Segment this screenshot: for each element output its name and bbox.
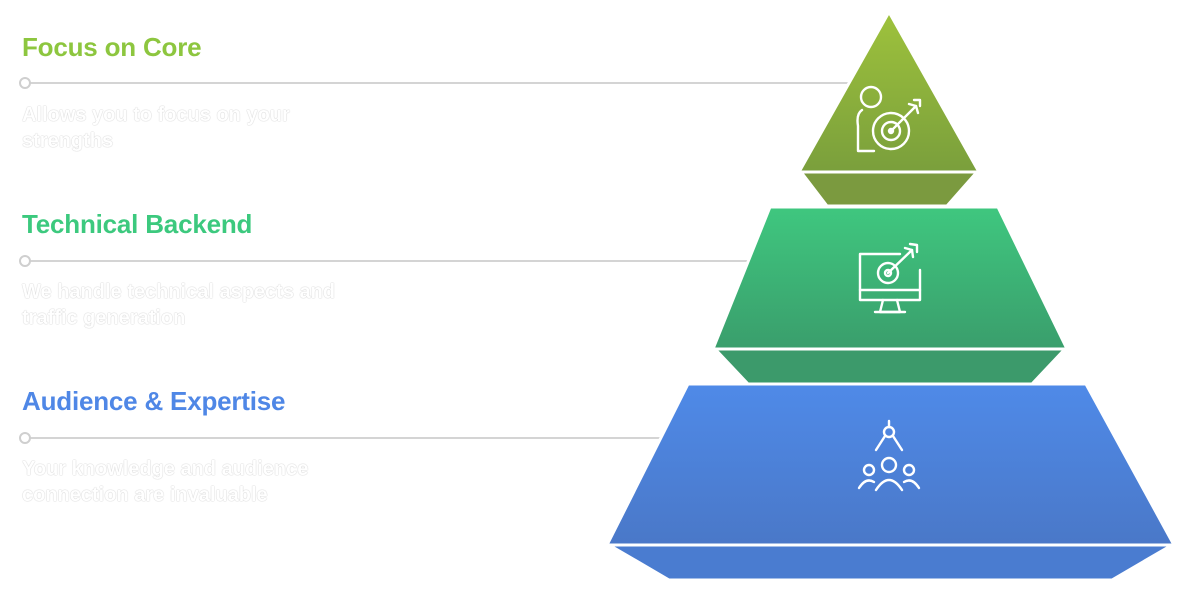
tier-2-description: We handle technical aspects and traffic … [22, 281, 336, 329]
tier-1-title: Focus on Core [22, 32, 202, 62]
monitor-target-icon [858, 242, 922, 314]
audience-network-icon [857, 419, 921, 492]
pyramid-tier-1 [797, 10, 981, 208]
tier-1-description: Allows you to focus on your strengths [22, 104, 290, 152]
person-target-icon [856, 85, 922, 153]
tier-2-title: Technical Backend [22, 209, 253, 239]
pyramid-tier-3 [603, 382, 1178, 582]
connector-line-3 [19, 432, 668, 444]
tier-1-text: Focus on Core Allows you to focus on you… [22, 32, 402, 152]
tier-3-title: Audience & Expertise [22, 386, 286, 416]
tier-2-text: Technical Backend We handle technical as… [22, 209, 402, 329]
tier-3-text: Audience & Expertise Your knowledge and … [22, 386, 402, 506]
pyramid-tier-2 [711, 205, 1069, 386]
tier-3-description: Your knowledge and audience connection a… [22, 458, 309, 506]
connector-line-2 [19, 255, 760, 267]
connector-line-1 [19, 77, 858, 89]
